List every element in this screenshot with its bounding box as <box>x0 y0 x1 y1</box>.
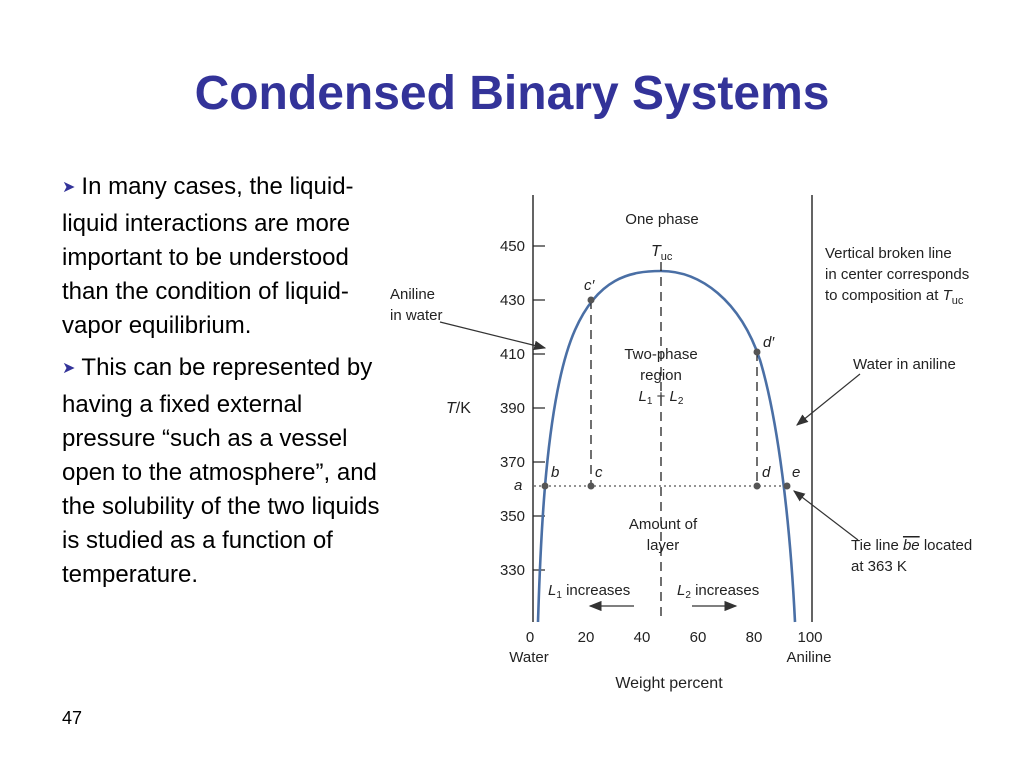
x-tick-label: 60 <box>690 629 707 646</box>
point-e <box>783 482 791 490</box>
aniline-in-water-label-2: in water <box>390 307 443 324</box>
slide-title: Condensed Binary Systems <box>194 67 830 120</box>
y-tick-label: 410 <box>500 346 525 363</box>
vertical-line-note-1: Vertical broken line <box>825 245 952 262</box>
tie-line-note-2: at 363 K <box>851 558 907 575</box>
two-phase-label: Two-phase <box>624 346 697 363</box>
point-d <box>753 482 761 490</box>
x-tick-label: 80 <box>746 629 763 646</box>
y-tick-label: 370 <box>500 454 525 471</box>
tie-line-pointer <box>793 490 859 541</box>
bullet-item: ➤This can be represented by having a fix… <box>62 351 382 592</box>
vertical-line-note-2: in center corresponds <box>825 266 969 283</box>
y-tick-label: 350 <box>500 508 525 525</box>
label-cprime: c′ <box>584 277 596 294</box>
point-c <box>587 482 595 490</box>
amount-of-label: Amount of <box>629 516 698 533</box>
y-tick-label: 330 <box>500 562 525 579</box>
point-cprime <box>587 296 595 304</box>
slide-number: 47 <box>62 708 83 728</box>
y-tick-label: 430 <box>500 292 525 309</box>
water-in-aniline-label: Water in aniline <box>853 356 956 373</box>
bullet-item: ➤In many cases, the liquid-liquid intera… <box>62 170 382 343</box>
one-phase-label: One phase <box>625 211 698 228</box>
water-in-aniline-pointer <box>796 373 861 426</box>
l1-plus-l2-label: L1 + L2 <box>639 388 684 407</box>
point-b <box>541 482 549 490</box>
y-axis-label: T/K <box>446 400 471 417</box>
region-label: region <box>640 367 682 384</box>
bullet-text: This can be represented by having a fixe… <box>62 354 380 588</box>
point-dprime <box>753 348 761 356</box>
y-tick-label: 390 <box>500 400 525 417</box>
bullet-text: In many cases, the liquid-liquid interac… <box>62 173 354 339</box>
tie-line-note-1: Tie line be located <box>851 537 972 554</box>
label-a: a <box>514 477 522 494</box>
aniline-in-water-label: Aniline <box>390 286 435 303</box>
layer-label: layer <box>647 537 680 554</box>
label-e: e <box>792 464 800 481</box>
label-d: d <box>762 464 771 481</box>
coexistence-curve <box>536 269 797 623</box>
x-end-label-water: Water <box>509 649 548 666</box>
y-ticks <box>533 245 545 571</box>
vertical-line-note-3: to composition at Tuc <box>825 287 964 307</box>
x-tick-label: 100 <box>797 629 822 646</box>
x-axis-label: Weight percent <box>615 675 723 692</box>
label-dprime: d′ <box>763 334 775 351</box>
bullet-list: ➤In many cases, the liquid-liquid intera… <box>62 170 382 600</box>
aniline-in-water-pointer <box>439 321 547 351</box>
label-c: c <box>595 464 603 481</box>
l1-increases-label: L1 increases <box>548 582 630 601</box>
tuc-label: Tuc <box>651 243 673 263</box>
x-tick-label: 0 <box>526 629 534 646</box>
l2-increases-label: L2 increases <box>677 582 759 601</box>
arrow-bullet-icon: ➤ <box>62 360 76 377</box>
arrow-bullet-icon: ➤ <box>62 179 76 196</box>
x-end-label-aniline: Aniline <box>786 649 831 666</box>
label-b: b <box>551 464 559 481</box>
x-tick-label: 40 <box>634 629 651 646</box>
x-tick-label: 20 <box>578 629 595 646</box>
y-tick-label: 450 <box>500 238 525 255</box>
